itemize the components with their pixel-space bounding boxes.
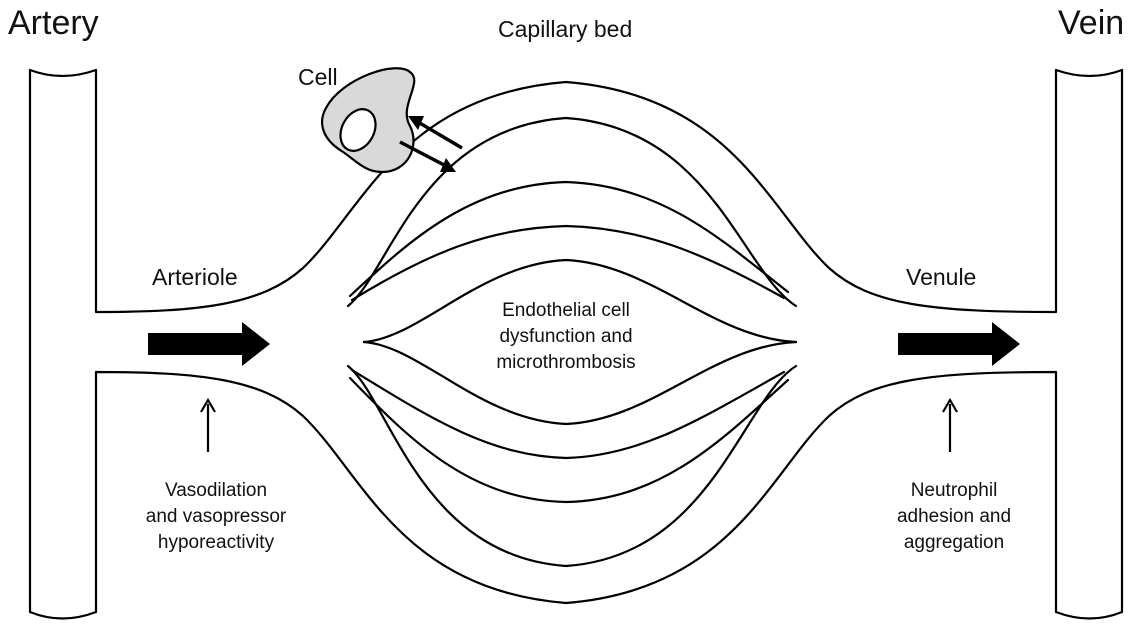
exchange-arrow-inward-shaft xyxy=(418,122,462,148)
vein-label: Vein xyxy=(1058,4,1124,43)
venule-label: Venule xyxy=(906,264,976,291)
artery-label: Artery xyxy=(8,4,99,43)
arteriole-label: Arteriole xyxy=(152,264,238,291)
capillary-lower-outer xyxy=(348,366,796,566)
cell-label: Cell xyxy=(298,64,338,91)
venule-flow-arrow-shaft xyxy=(898,333,994,355)
capillary-lower-lens xyxy=(352,370,784,458)
vein-vessel xyxy=(1056,70,1122,619)
vasodilation-label: Vasodilation and vasopressor hyporeactiv… xyxy=(126,478,306,556)
capillary-upper-outer xyxy=(348,118,796,306)
capillary-lower-inner xyxy=(350,378,788,502)
arteriole-flow-arrow-head-icon xyxy=(242,322,270,366)
capillary-upper-inner xyxy=(350,182,788,296)
pointer-arrows xyxy=(201,400,957,452)
artery-top-rim xyxy=(30,70,96,76)
venule-flow-arrow-head-icon xyxy=(992,322,1020,366)
artery-bottom-rim xyxy=(30,612,96,619)
neutrophil-label: Neutrophil adhesion and aggregation xyxy=(874,478,1034,556)
vein-top-rim xyxy=(1056,70,1122,76)
vein-bottom-rim xyxy=(1056,612,1122,619)
capillary-bed-label: Capillary bed xyxy=(498,16,632,43)
arteriole-flow-arrow-shaft xyxy=(148,333,244,355)
endothelial-dysfunction-label: Endothelial cell dysfunction and microth… xyxy=(474,298,658,376)
